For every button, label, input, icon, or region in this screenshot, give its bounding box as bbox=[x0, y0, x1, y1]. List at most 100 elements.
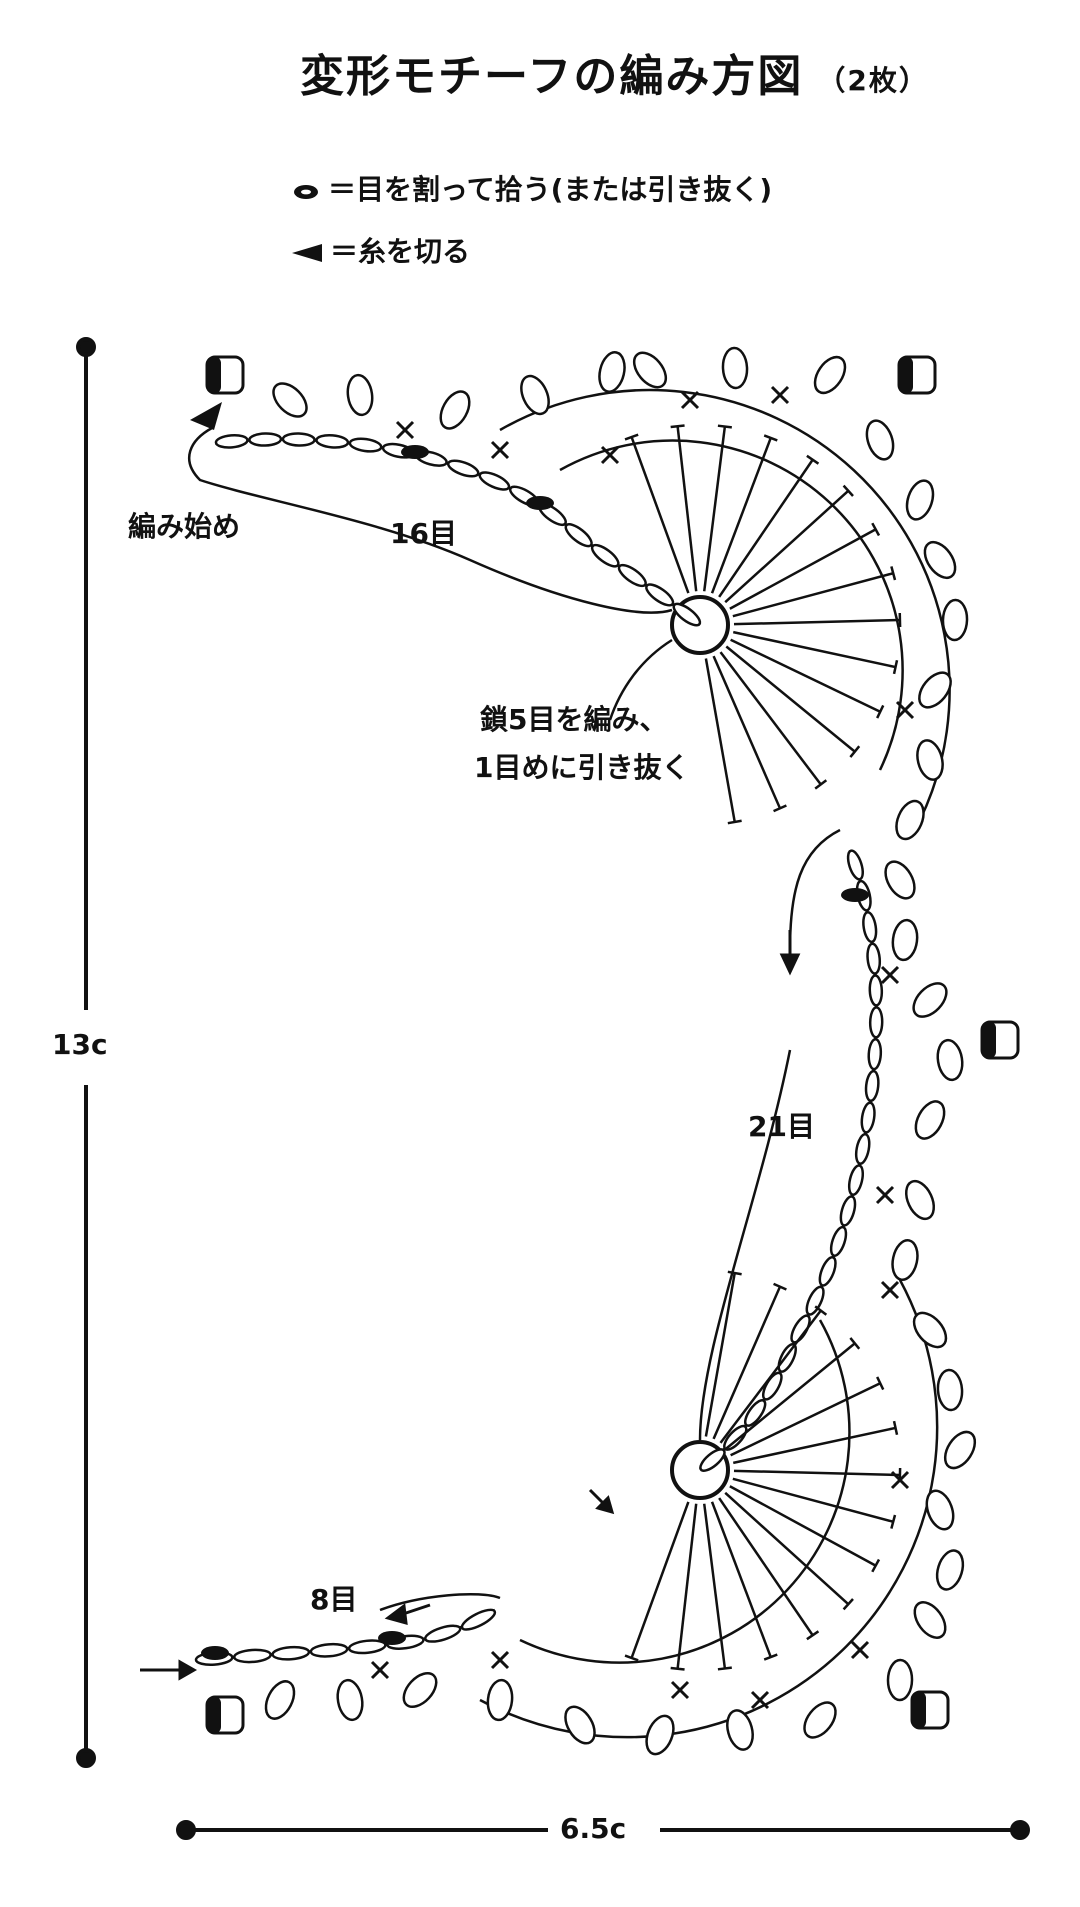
double-crochet-spoke bbox=[732, 1426, 896, 1465]
picot-loop bbox=[346, 373, 374, 417]
double-crochet-spoke bbox=[704, 658, 736, 823]
chain-stitch bbox=[829, 1225, 848, 1257]
chain-stitch bbox=[818, 1256, 837, 1287]
corner-picot-fill bbox=[207, 1697, 221, 1733]
legend-text-cut: ＝糸を切る bbox=[330, 235, 471, 268]
single-crochet-x bbox=[670, 1680, 690, 1700]
single-crochet-x bbox=[895, 700, 915, 720]
picot-loop bbox=[803, 1701, 837, 1739]
corner-picot-fill bbox=[912, 1692, 926, 1728]
picot-loop bbox=[918, 671, 952, 709]
legend-item-split: ＝目を割って拾う(または引き抜く) bbox=[292, 168, 772, 208]
chain-stitch bbox=[672, 602, 702, 627]
upper-ring bbox=[670, 595, 730, 655]
stitch-layer bbox=[190, 346, 1020, 1756]
chain-stitch bbox=[743, 1399, 767, 1427]
single-crochet-x bbox=[875, 1185, 895, 1205]
single-crochet-x bbox=[850, 1640, 870, 1660]
picot-loop bbox=[884, 860, 916, 900]
chain-stitch bbox=[805, 1285, 825, 1316]
chain-stitch bbox=[281, 432, 316, 447]
double-crochet-spoke-cap bbox=[806, 1630, 820, 1641]
double-crochet-spoke bbox=[724, 489, 850, 604]
picot-loop bbox=[905, 479, 935, 521]
double-crochet-spoke bbox=[724, 1491, 850, 1606]
double-crochet-spoke bbox=[676, 426, 698, 592]
double-crochet-spoke bbox=[730, 638, 881, 713]
double-crochet-spoke-cap bbox=[624, 433, 639, 441]
double-crochet-spoke-cap bbox=[773, 1282, 787, 1291]
double-crochet-spoke-cap bbox=[773, 804, 787, 813]
single-crochet-x bbox=[880, 1280, 900, 1300]
picot-loop bbox=[916, 739, 944, 781]
label-chain-note-2: 1目めに引き抜く bbox=[474, 751, 690, 784]
double-crochet-spoke-cap bbox=[890, 1514, 897, 1529]
chain-stitch bbox=[860, 1101, 876, 1134]
picot-loop bbox=[904, 1179, 936, 1221]
picot-loop bbox=[941, 598, 969, 642]
single-crochet-x bbox=[880, 965, 900, 985]
cut-yarn-marker bbox=[190, 402, 222, 430]
double-crochet-spoke bbox=[725, 1342, 856, 1450]
picot-loop bbox=[891, 918, 919, 962]
chain-stitch bbox=[867, 1038, 883, 1071]
chain-stitch bbox=[847, 1164, 865, 1196]
chain-stitch bbox=[617, 563, 647, 588]
double-crochet-spoke bbox=[710, 437, 772, 594]
double-crochet-spoke bbox=[732, 630, 896, 669]
picot-loop bbox=[895, 799, 925, 841]
double-crochet-spoke bbox=[702, 1503, 727, 1669]
chain-stitch bbox=[564, 523, 593, 548]
double-crochet-spoke-cap bbox=[763, 434, 778, 442]
corner-picot-fill bbox=[207, 357, 221, 393]
picot-loop bbox=[439, 390, 471, 430]
double-crochet-spoke bbox=[732, 1477, 894, 1523]
split-stitch-mark bbox=[401, 445, 429, 459]
picot-loop bbox=[721, 346, 749, 390]
label-start: 編み始め bbox=[128, 510, 241, 543]
arrows bbox=[140, 930, 801, 1681]
right-guide-2 bbox=[698, 1049, 792, 1441]
right-spine bbox=[699, 849, 878, 1472]
double-crochet-spoke bbox=[712, 1286, 782, 1440]
double-crochet-spoke bbox=[729, 528, 877, 610]
picot-loop bbox=[564, 1705, 596, 1745]
chain-stitch bbox=[478, 471, 511, 491]
picot-loop bbox=[913, 1601, 947, 1639]
chain-stitch bbox=[309, 1642, 349, 1658]
chain-stitch bbox=[839, 1195, 857, 1227]
double-crochet-spoke bbox=[732, 572, 894, 618]
split-stitch-mark bbox=[841, 888, 869, 902]
picot-loop bbox=[726, 1709, 754, 1751]
picot-loop bbox=[272, 382, 308, 418]
picot-loop bbox=[925, 1489, 955, 1531]
page-title: 変形モチーフの編み方図（2枚） bbox=[300, 40, 929, 104]
chain-stitch bbox=[424, 1624, 462, 1643]
chain-stitch bbox=[271, 1645, 311, 1661]
chain-stitch bbox=[460, 1608, 497, 1631]
picot-loop bbox=[936, 1368, 964, 1412]
single-crochet-x bbox=[750, 1690, 770, 1710]
cut-yarn-icon bbox=[292, 237, 322, 270]
chain-stitch bbox=[348, 437, 383, 453]
height-dimension bbox=[76, 337, 96, 1768]
label-count-16: 16目 bbox=[390, 517, 457, 550]
picot-loop bbox=[813, 355, 847, 395]
double-crochet-spoke-cap bbox=[871, 522, 881, 537]
chain-stitch bbox=[846, 849, 864, 881]
picot-loop bbox=[336, 1678, 364, 1722]
chain-stitch bbox=[590, 543, 620, 568]
picot-loop bbox=[886, 1658, 914, 1702]
double-crochet-spoke-cap bbox=[871, 1558, 881, 1573]
chain-stitch bbox=[864, 1069, 880, 1103]
double-crochet-spoke bbox=[702, 426, 727, 592]
chain-stitch bbox=[315, 433, 350, 449]
chain-stitch bbox=[233, 1648, 272, 1664]
split-stitch-icon bbox=[292, 175, 320, 208]
double-crochet-spoke-cap bbox=[670, 1666, 685, 1671]
double-crochet-spoke-cap bbox=[892, 1420, 899, 1436]
double-crochet-spoke bbox=[718, 459, 814, 598]
lower-fan-arc-outer bbox=[479, 1279, 939, 1739]
double-crochet-spoke-cap bbox=[806, 454, 820, 465]
width-dimension bbox=[176, 1820, 1030, 1840]
